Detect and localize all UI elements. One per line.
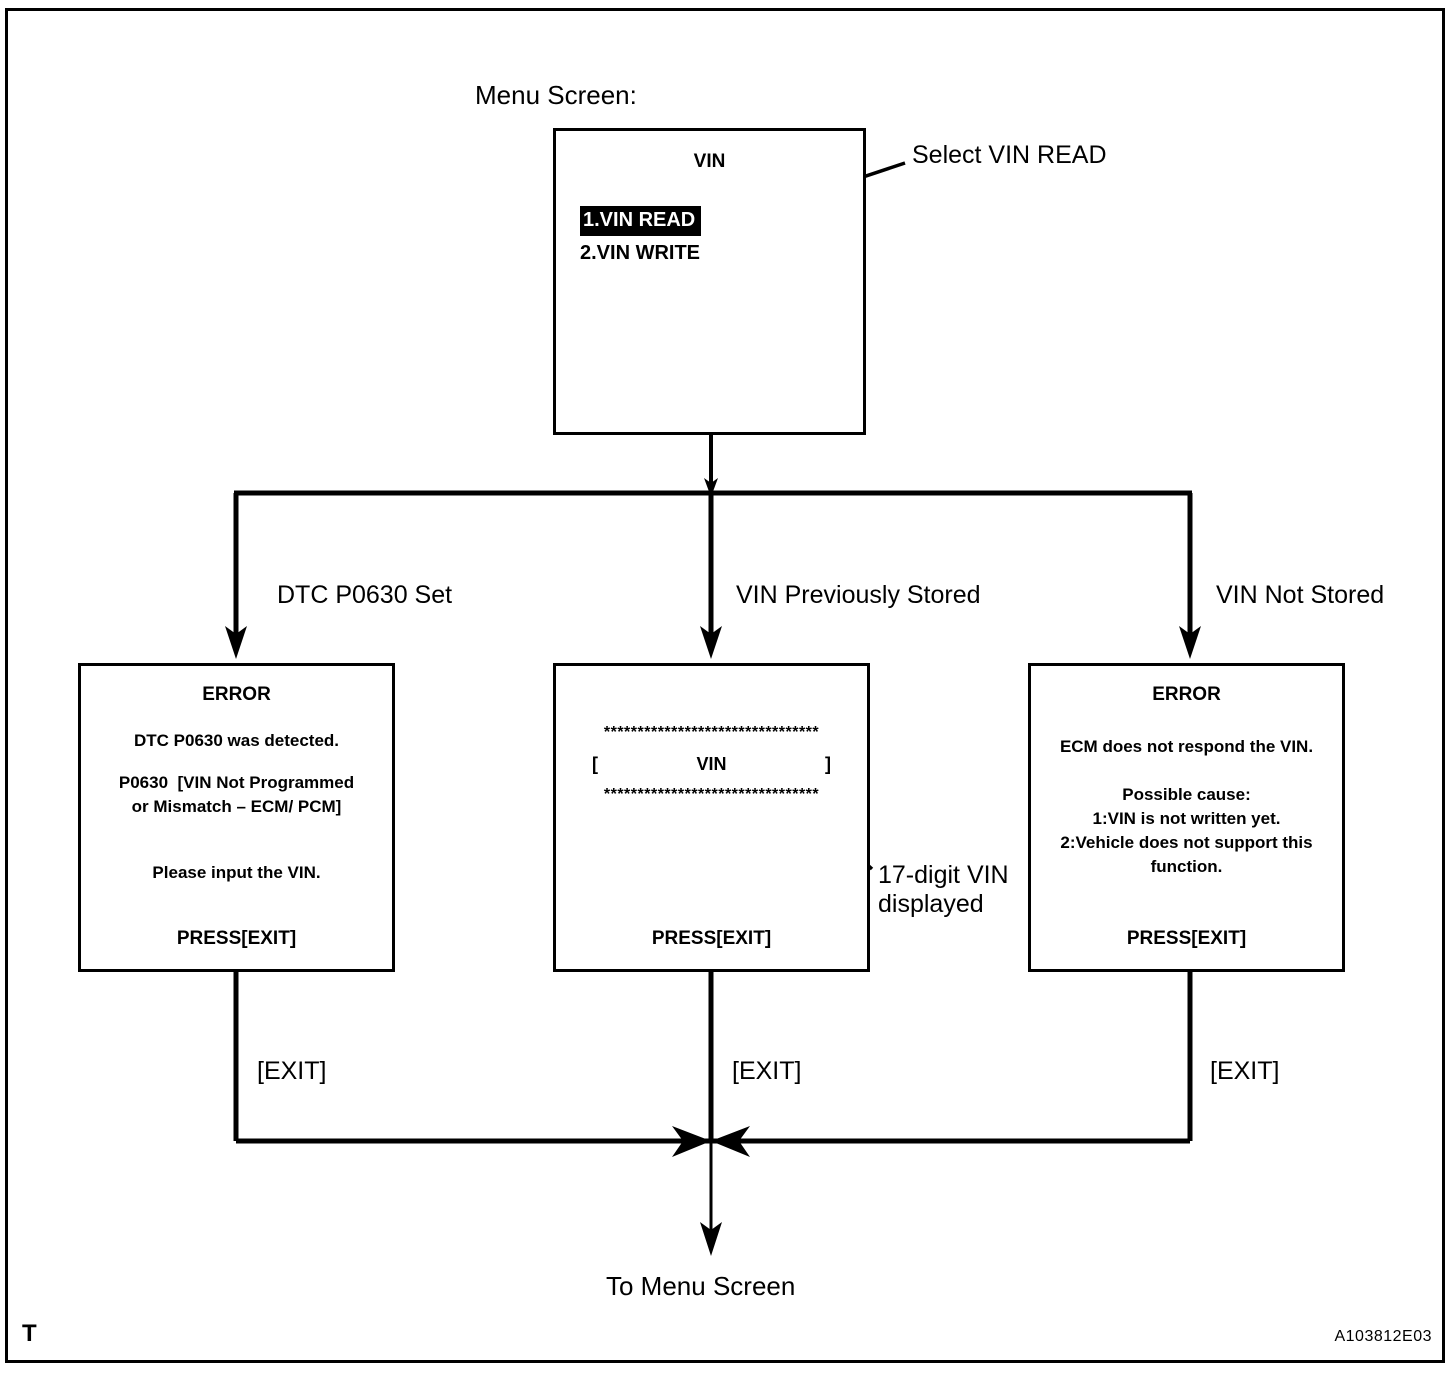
vin-stars-top: ******************************** xyxy=(603,724,820,741)
exit-label-left: [EXIT] xyxy=(257,1057,327,1085)
figure-id: A103812E03 xyxy=(1334,1328,1432,1345)
figure-border xyxy=(5,8,1445,1363)
branch-label-dtc-set: DTC P0630 Set xyxy=(277,581,453,609)
error-dtc-title: ERROR xyxy=(202,684,271,705)
vin-bracket-left: [ xyxy=(592,754,598,774)
callout-select-vin-read: Select VIN READ xyxy=(912,141,1107,169)
to-menu-screen-label: To Menu Screen xyxy=(606,1271,796,1301)
vin-stars-bottom: ******************************** xyxy=(603,786,820,803)
menu-screen-label: Menu Screen: xyxy=(475,80,637,110)
error-no-vin-footer: PRESS[EXIT] xyxy=(1126,928,1247,949)
error-dtc-screen-box[interactable]: ERROR DTC P0630 was detected. P0630 [VIN… xyxy=(78,663,395,972)
branch-label-vin-not-stored: VIN Not Stored xyxy=(1216,581,1385,609)
menu-item-vin-read[interactable]: 1.VIN READ xyxy=(580,206,702,236)
error-dtc-line2: P0630 [VIN Not Programmed xyxy=(118,773,355,792)
menu-screen-box[interactable]: VIN 1.VIN READ 2.VIN WRITE xyxy=(553,128,866,435)
error-no-vin-line2: Possible cause: xyxy=(1122,785,1251,804)
error-no-vin-line4: 2:Vehicle does not support this xyxy=(1060,833,1313,852)
error-no-vin-line5: function. xyxy=(1150,857,1223,876)
error-no-vin-title: ERROR xyxy=(1152,684,1221,705)
branch-label-vin-previously-stored: VIN Previously Stored xyxy=(736,581,981,609)
exit-label-right: [EXIT] xyxy=(1210,1057,1280,1085)
vin-display-footer: PRESS[EXIT] xyxy=(651,928,772,949)
error-dtc-footer: PRESS[EXIT] xyxy=(176,928,297,949)
error-no-vin-line3: 1:VIN is not written yet. xyxy=(1092,809,1281,828)
vin-label: VIN xyxy=(696,754,727,774)
error-no-vin-screen-box[interactable]: ERROR ECM does not respond the VIN. Poss… xyxy=(1028,663,1345,972)
callout-17-digit-vin-line1: 17-digit VIN xyxy=(878,861,1009,889)
exit-label-center: [EXIT] xyxy=(732,1057,802,1085)
menu-item-vin-write[interactable]: 2.VIN WRITE xyxy=(580,242,701,264)
callout-17-digit-vin-line2: displayed xyxy=(878,890,984,918)
vin-value-row: [ VIN ] xyxy=(592,754,831,775)
corner-marker-t: T xyxy=(22,1320,37,1347)
error-no-vin-line1: ECM does not respond the VIN. xyxy=(1059,737,1314,756)
vin-bracket-right: ] xyxy=(825,754,831,774)
menu-screen-title: VIN xyxy=(693,151,726,172)
error-dtc-line1: DTC P0630 was detected. xyxy=(133,731,340,750)
vin-display-screen-box[interactable]: ******************************** [ VIN ]… xyxy=(553,663,870,972)
error-dtc-line3: or Mismatch – ECM/ PCM] xyxy=(131,797,342,816)
error-dtc-line4: Please input the VIN. xyxy=(152,863,321,882)
